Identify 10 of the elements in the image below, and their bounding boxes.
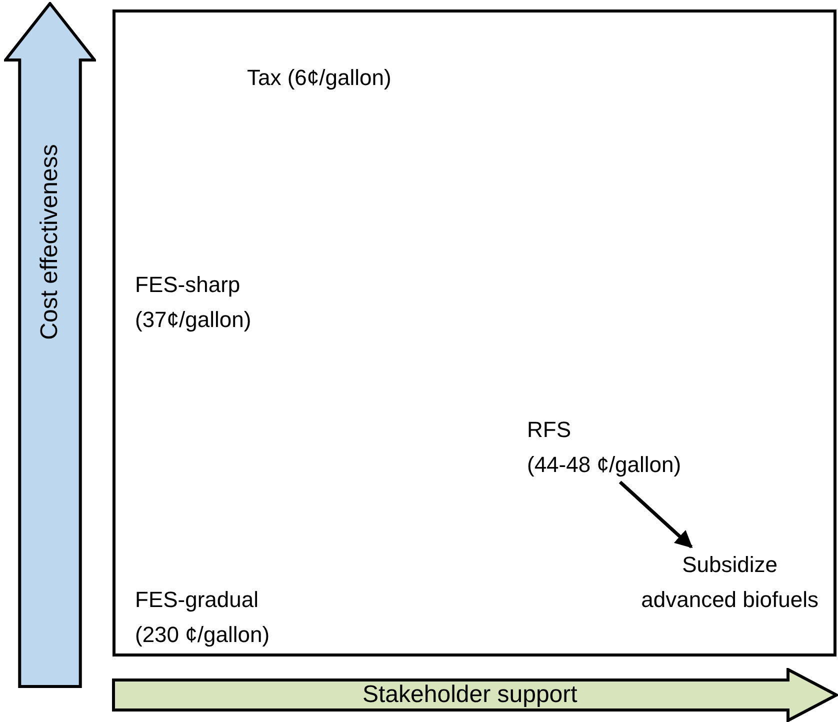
axis-label: Cost effectiveness: [36, 144, 64, 340]
policy-label: Tax (6¢/gallon): [247, 60, 393, 95]
arrow: [618, 480, 693, 548]
policy-label: RFS (44-48 ¢/gallon): [527, 412, 683, 482]
axis-arrow: [112, 668, 838, 722]
axis-arrow: [4, 2, 96, 688]
policy-label: FES-sharp (37¢/gallon): [135, 267, 253, 337]
policy-label: FES-gradual (230 ¢/gallon): [135, 582, 271, 652]
policy-label: Subsidize advanced biofuels: [640, 547, 820, 617]
axis-label: Stakeholder support: [362, 681, 578, 709]
